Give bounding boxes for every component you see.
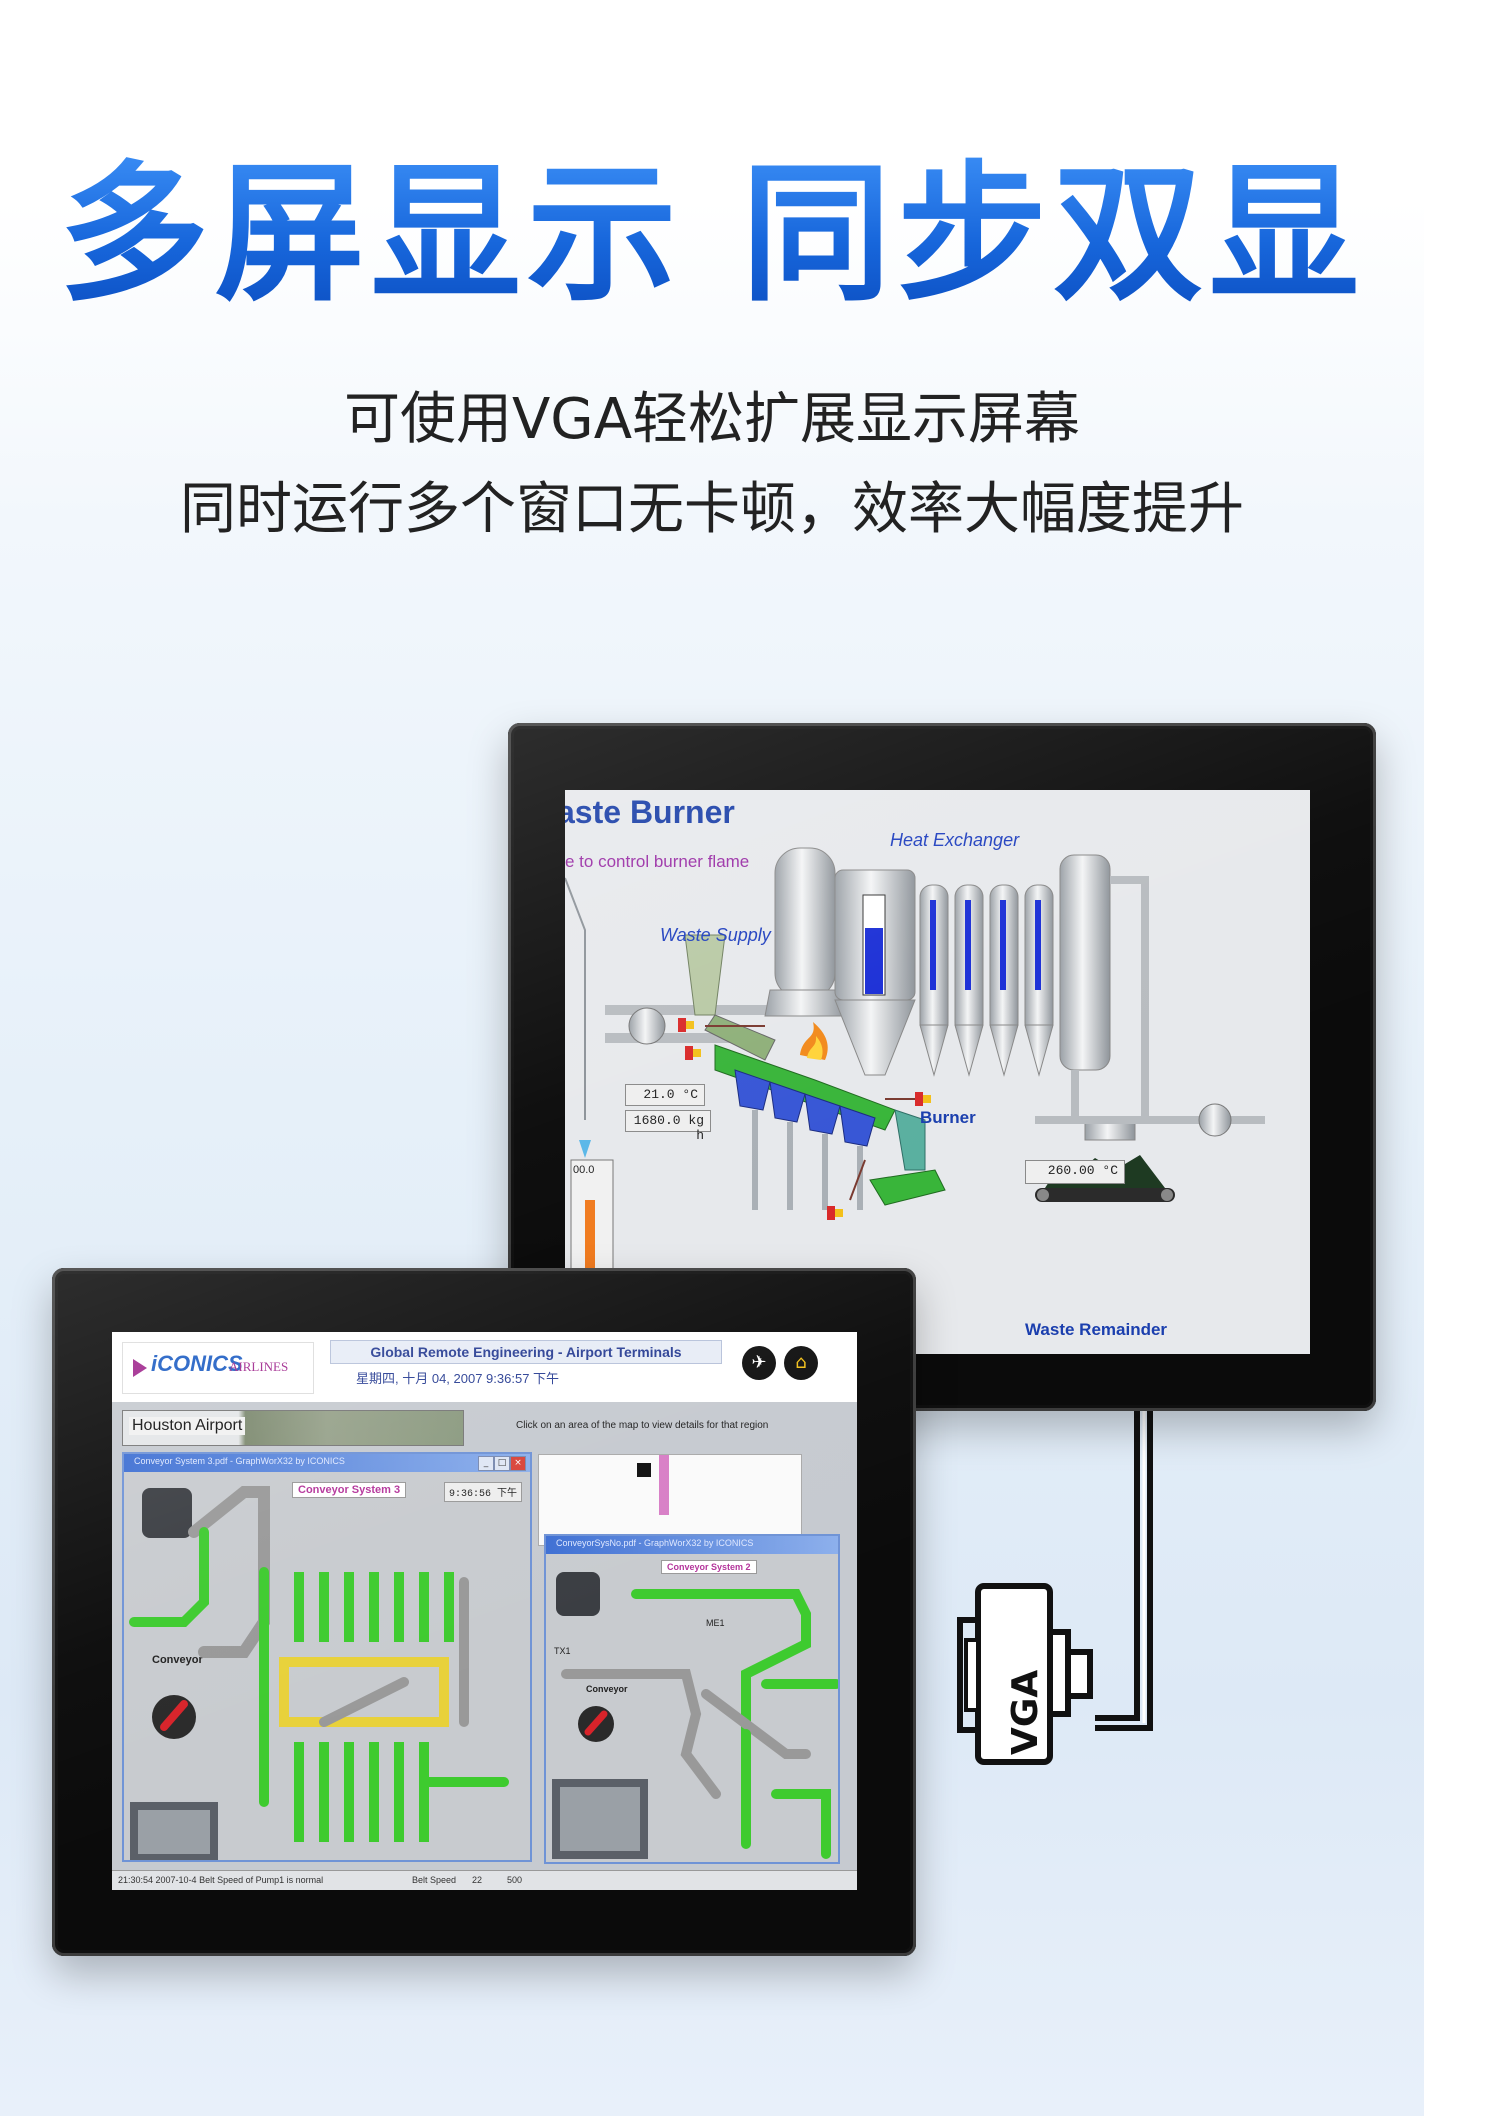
map-corridor xyxy=(659,1455,669,1515)
status-bar: 21:30:54 2007-10-4 Belt Speed of Pump1 i… xyxy=(112,1870,857,1890)
conveyor-label: Conveyor xyxy=(586,1684,628,1694)
window-close-icon[interactable]: × xyxy=(510,1456,526,1471)
window-title: Conveyor System 3.pdf - GraphWorX32 by I… xyxy=(134,1456,345,1466)
window-minimize-icon[interactable]: _ xyxy=(478,1456,494,1471)
subtitle-line-2: 同时运行多个窗口无卡顿，效率大幅度提升 xyxy=(180,477,1244,542)
airport-terminals-screen: iCONICS AIRLINES Global Remote Engineeri… xyxy=(112,1332,857,1890)
waste-remainder-label: Waste Remainder xyxy=(1025,1320,1168,1339)
window-title: ConveyorSysNo.pdf - GraphWorX32 by ICONI… xyxy=(556,1538,754,1548)
app-title: Global Remote Engineering - Airport Term… xyxy=(330,1340,722,1364)
subtitle-line-1: 可使用VGA轻松扩展显示屏幕 xyxy=(343,387,1080,452)
temperature-readout: 21.0 °C xyxy=(625,1084,705,1106)
burner-grate-cells xyxy=(734,1069,876,1147)
conveyor-window-3[interactable]: Conveyor System 3.pdf - GraphWorX32 by I… xyxy=(122,1452,532,1862)
conveyor-system-label: Conveyor System 3 xyxy=(292,1482,407,1498)
conveyor-label: Conveyor xyxy=(152,1654,203,1666)
status-value-1: 22 xyxy=(472,1875,483,1885)
logo-arrow-icon xyxy=(133,1359,147,1377)
flow-readout: 1680.0 kg h xyxy=(625,1110,711,1143)
window-titlebar[interactable]: Conveyor System 3.pdf - GraphWorX32 by I… xyxy=(124,1454,530,1472)
app-header: iCONICS AIRLINES Global Remote Engineeri… xyxy=(112,1332,857,1402)
home-icon[interactable]: ⌂ xyxy=(784,1346,818,1380)
headline: 多屏显示 同步双显 xyxy=(0,150,1424,320)
heat-exchanger-silos xyxy=(919,884,1054,1077)
map-marker-icon xyxy=(637,1463,651,1477)
conveyor-window-2[interactable]: ConveyorSysNo.pdf - GraphWorX32 by ICONI… xyxy=(544,1534,840,1864)
status-message: 21:30:54 2007-10-4 Belt Speed of Pump1 i… xyxy=(118,1875,324,1885)
vga-label: VGA xyxy=(1005,1669,1046,1755)
right-margin xyxy=(1424,0,1500,2116)
conveyor-map-3 xyxy=(129,1486,509,1860)
conveyor-map-2 xyxy=(552,1572,838,1859)
vga-connector-icon xyxy=(957,1583,1093,1765)
heat-exchanger-label: Heat Exchanger xyxy=(890,830,1020,850)
status-value-2: 500 xyxy=(507,1875,523,1885)
airport-banner[interactable]: Houston Airport xyxy=(122,1410,464,1446)
burner-label: Burner xyxy=(920,1108,976,1127)
waste-supply-label: Waste Supply xyxy=(660,925,771,945)
exhaust-temperature-readout: 260.00 °C xyxy=(1025,1160,1125,1184)
diagram-title: aste Burner xyxy=(565,794,735,830)
airplane-icon[interactable]: ✈ xyxy=(742,1346,776,1380)
conveyor-time: 9:36:56 下午 xyxy=(444,1482,523,1502)
iconics-logo: iCONICS AIRLINES xyxy=(122,1342,314,1394)
datetime: 星期四, 十月 04, 2007 9:36:57 下午 xyxy=(356,1371,560,1386)
gauge-value: 00.0 xyxy=(573,1164,595,1176)
diagram-subtitle: e to control burner flame xyxy=(565,852,750,871)
window-titlebar[interactable]: ConveyorSysNo.pdf - GraphWorX32 by ICONI… xyxy=(546,1536,838,1554)
terminal-map[interactable] xyxy=(538,1454,802,1546)
airport-name: Houston Airport xyxy=(129,1417,246,1435)
map-hint: Click on an area of the map to view deta… xyxy=(516,1420,769,1431)
logo-text: iCONICS xyxy=(151,1351,243,1376)
tx1-label: TX1 xyxy=(554,1646,571,1656)
front-monitor: iCONICS AIRLINES Global Remote Engineeri… xyxy=(52,1268,916,1956)
status-label: Belt Speed xyxy=(412,1875,457,1885)
window-maximize-icon[interactable]: □ xyxy=(494,1456,510,1471)
logo-subtext: AIRLINES xyxy=(229,1359,289,1374)
conveyor-system-label: Conveyor System 2 xyxy=(661,1560,757,1574)
waste-burner-screen: aste Burner e to control burner flame He… xyxy=(565,790,1310,1354)
me1-label: ME1 xyxy=(706,1618,725,1628)
